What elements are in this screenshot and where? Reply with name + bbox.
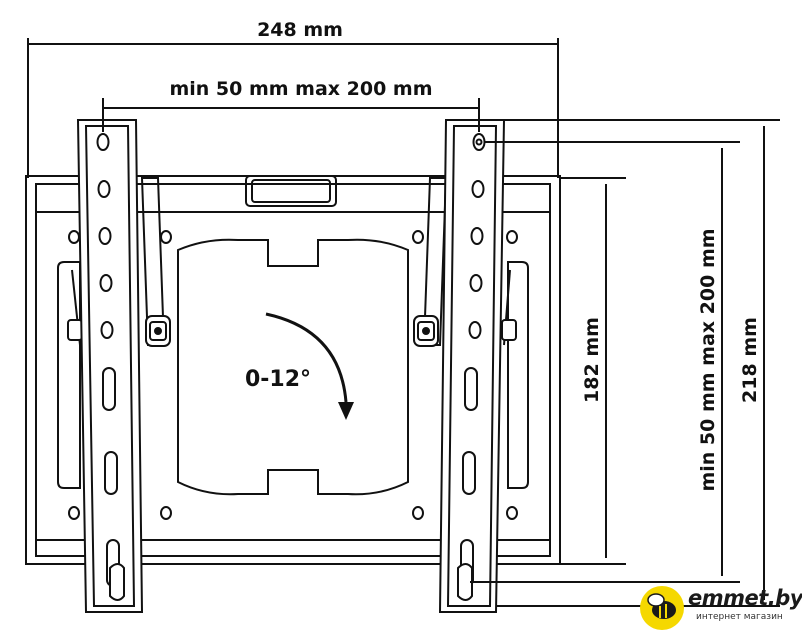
wall-hole	[412, 506, 424, 520]
wall-plate-center-cutout	[177, 238, 409, 496]
wall-hole	[160, 506, 172, 520]
wall-hole	[412, 230, 424, 244]
dimension-lines	[27, 38, 780, 607]
wall-hole	[68, 506, 80, 520]
left-safety-lock	[109, 563, 125, 601]
vertical-hole-range-label: min 50 mm max 200 mm	[697, 228, 719, 491]
left-tv-arm	[76, 119, 144, 613]
horizontal-hole-range-label: min 50 mm max 200 mm	[169, 78, 432, 100]
left-tilt-knob	[67, 315, 171, 347]
tilt-angle-label: 0-12°	[245, 367, 311, 392]
tilt-arrow	[265, 312, 354, 420]
right-tv-arm	[438, 119, 506, 613]
bee-logo-icon	[640, 586, 684, 630]
watermark-tagline: интернет магазин	[696, 612, 783, 622]
wall-hole	[506, 506, 518, 520]
right-safety-lock	[457, 563, 473, 601]
total-height-label: 218 mm	[739, 317, 761, 403]
tilt-knobs	[67, 315, 517, 347]
wall-plate-left-cutout	[57, 261, 81, 489]
plate-height-label: 182 mm	[581, 317, 603, 403]
right-hinge-bracket	[422, 177, 448, 346]
wall-plate-top-tab-inner	[251, 179, 331, 203]
width-label: 248 mm	[257, 19, 343, 41]
right-tilt-knob	[413, 315, 517, 347]
wall-plate-right-cutout	[507, 261, 529, 489]
wall-plate-inner-border	[35, 183, 551, 557]
wall-plate-top-tab	[245, 175, 337, 207]
watermark-logo: emmet.by интернет магазин	[636, 582, 802, 634]
wall-hole	[506, 230, 518, 244]
watermark-brand: emmet.by	[688, 586, 802, 610]
